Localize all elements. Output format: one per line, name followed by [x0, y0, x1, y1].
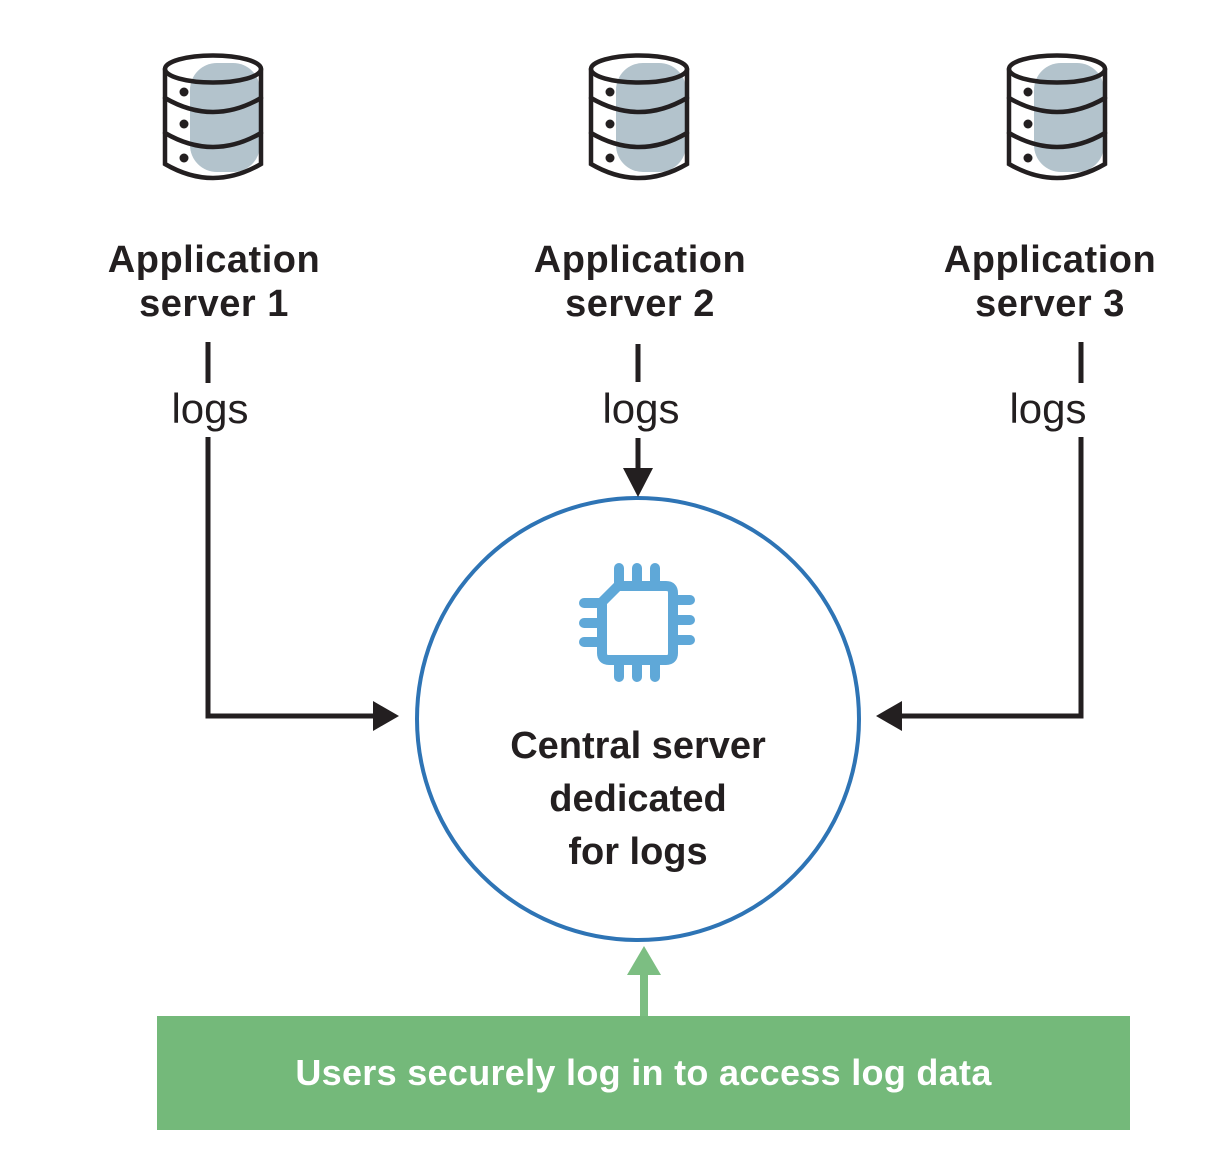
central-server-circle — [415, 496, 861, 942]
logs-connector-1 — [205, 342, 376, 719]
arrowhead-down-icon — [623, 468, 653, 497]
secure-access-arrow — [627, 946, 661, 1017]
app-server-3-label: Application server 3 — [943, 239, 1157, 325]
logs-edge-label-3: logs — [1009, 385, 1087, 432]
users-access-banner-text: Users securely log in to access log data — [295, 1052, 992, 1093]
database-icon — [165, 56, 261, 179]
logs-edge-label-1: logs — [171, 385, 249, 432]
logs-connector-3 — [899, 342, 1084, 719]
database-icon — [1009, 56, 1105, 179]
app-server-1-label: Application server 1 — [107, 239, 321, 325]
cpu-chip-icon — [579, 563, 695, 682]
logs-edge-label-2: logs — [602, 385, 680, 432]
users-access-banner: Users securely log in to access log data — [157, 1016, 1130, 1130]
central-server-label: Central server dedicated for logs — [510, 725, 766, 873]
arrowhead-right-icon — [373, 701, 399, 731]
arrowhead-left-icon — [876, 701, 902, 731]
app-server-2-label: Application server 2 — [533, 239, 747, 325]
arrowhead-up-icon — [627, 946, 661, 975]
database-icon — [591, 56, 687, 179]
